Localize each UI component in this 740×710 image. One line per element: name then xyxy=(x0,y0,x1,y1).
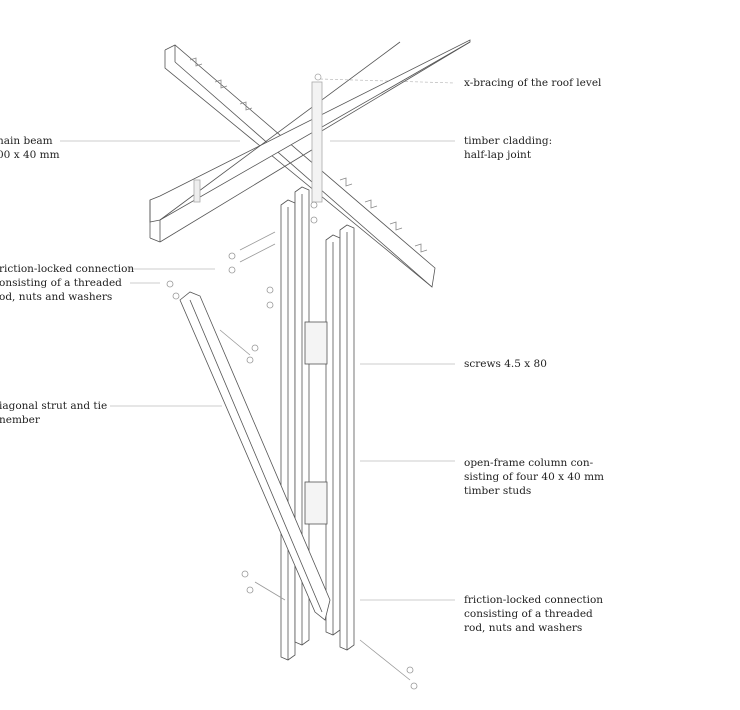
label-line: nember xyxy=(0,414,40,426)
main-beam xyxy=(149,39,471,243)
threaded-rods xyxy=(166,201,418,690)
label-column: open-frame column con- sisting of four 4… xyxy=(464,456,604,498)
label-line: friction-locked connection xyxy=(464,594,604,606)
label-friction-right: friction-locked connection consisting of… xyxy=(464,593,603,635)
label-line: consisting of a threaded xyxy=(464,608,593,620)
leader-lines xyxy=(60,78,456,601)
label-diagonal: iagonal strut and tie nember xyxy=(0,399,107,427)
column-studs xyxy=(280,186,355,661)
label-cladding: timber cladding: half-lap joint xyxy=(464,134,552,162)
cross-beam xyxy=(164,44,436,288)
label-line: screws 4.5 x 80 xyxy=(464,358,547,370)
label-friction-left: riction-locked connection onsisting of a… xyxy=(0,262,134,304)
label-screws: screws 4.5 x 80 xyxy=(464,357,547,371)
label-line: 00 x 40 mm xyxy=(0,149,60,161)
label-main-beam: nain beam 00 x 40 mm xyxy=(0,134,60,162)
label-line: riction-locked connection xyxy=(0,263,135,275)
diagonal-strut xyxy=(179,291,331,621)
label-line: iagonal strut and tie xyxy=(0,400,108,412)
label-line: rod, nuts and washers xyxy=(464,622,583,634)
label-line: od, nuts and washers xyxy=(0,291,113,303)
label-line: half-lap joint xyxy=(464,149,532,161)
label-line: open-frame column con- xyxy=(464,457,594,469)
label-line: nain beam xyxy=(0,135,53,147)
label-line: sisting of four 40 x 40 mm xyxy=(464,471,604,483)
centre-post xyxy=(311,73,323,203)
label-line: x-bracing of the roof level xyxy=(464,77,602,89)
label-x-bracing: x-bracing of the roof level xyxy=(464,76,601,90)
label-line: timber cladding: xyxy=(464,135,553,147)
label-line: onsisting of a threaded xyxy=(0,277,122,289)
label-line: timber studs xyxy=(464,485,532,497)
